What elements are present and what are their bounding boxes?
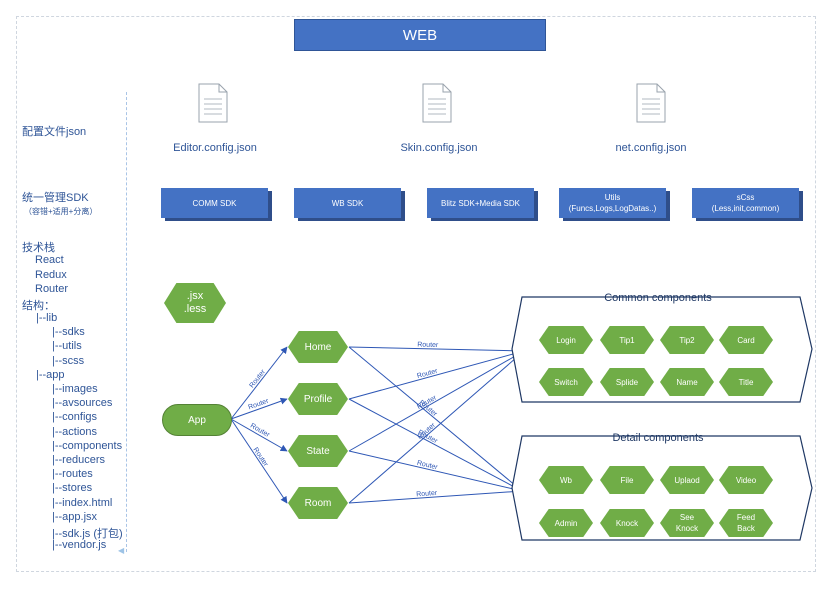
folder-tree-item: |--index.html	[52, 496, 113, 509]
sdk-section-label: 统一管理SDK	[22, 192, 89, 204]
route-node-profile: Profile	[288, 383, 348, 415]
folder-tree-item: |--vendor.js	[52, 539, 107, 552]
folder-tree-item: |--scss	[52, 354, 85, 367]
detail-component-node: Video	[719, 466, 773, 494]
common-component-node: Tip2	[660, 326, 714, 354]
folder-tree-item: |--avsources	[52, 397, 113, 410]
folder-tree-item: |--utils	[52, 340, 82, 353]
common-component-node: Title	[719, 368, 773, 396]
folder-tree-item: |--app.jsx	[52, 510, 98, 523]
route-edge-label: Router	[417, 342, 439, 349]
folder-tree-item: |--stores	[52, 482, 93, 495]
file-types-hexagon: .jsx .less	[164, 283, 226, 323]
folder-tree-item: |--sdks	[52, 326, 85, 339]
detail-component-node: Knock	[600, 509, 654, 537]
app-to-route-edge	[230, 346, 288, 420]
config-file-label: Skin.config.json	[400, 142, 478, 154]
config-file-label: net.config.json	[615, 142, 687, 154]
common-component-node: Card	[719, 326, 773, 354]
sidebar-divider	[126, 92, 127, 552]
route-to-common-edge	[348, 350, 525, 504]
sdk-box: sCss(Less,init,common)	[692, 188, 799, 218]
stack-item: Router	[35, 283, 69, 295]
app-to-route-edge	[230, 397, 288, 420]
route-to-common-edge	[348, 350, 525, 452]
folder-tree-item: |--app	[36, 368, 65, 381]
route-node-room: Room	[288, 487, 348, 519]
file-icon	[636, 83, 666, 123]
route-to-detail-edge	[348, 487, 523, 504]
common-component-node: Login	[539, 326, 593, 354]
common-component-node: Splide	[600, 368, 654, 396]
scroll-marker-icon: ◀	[118, 546, 125, 555]
folder-tree-item: |--routes	[52, 468, 93, 481]
app-to-route-edge	[230, 418, 288, 504]
route-to-detail-edge	[348, 398, 523, 492]
detail-component-node: Wb	[539, 466, 593, 494]
route-to-common-edge	[348, 346, 525, 355]
folder-tree-item: |--components	[52, 439, 123, 452]
diagram-frame	[16, 16, 816, 572]
route-edge-label: Router	[416, 460, 439, 472]
route-to-detail-edge	[348, 346, 523, 492]
app-to-route-edge	[230, 418, 288, 452]
web-title-banner: WEB	[294, 19, 546, 51]
route-edge-label: Router	[416, 490, 438, 498]
folder-tree-item: |--configs	[52, 411, 98, 424]
common-component-node: Switch	[539, 368, 593, 396]
web-title-text: WEB	[402, 26, 438, 44]
sdk-box: COMM SDK	[161, 188, 268, 218]
sdk-box: WB SDK	[294, 188, 401, 218]
detail-component-node: Uplaod	[660, 466, 714, 494]
detail-components-title: Detail components	[612, 432, 704, 444]
folder-tree-item: |--sdk.js (打包)	[52, 528, 123, 540]
folder-tree-item: |--actions	[52, 425, 98, 438]
stack-item: Redux	[35, 269, 67, 281]
common-components-title: Common components	[604, 292, 712, 304]
folder-tree-item: |--lib	[36, 312, 58, 324]
stack-section-label: 技术栈	[22, 242, 55, 254]
route-node-state: State	[288, 435, 348, 467]
structure-section-label: 结构：	[22, 300, 55, 312]
sdk-box: Blitz SDK+Media SDK	[427, 188, 534, 218]
file-type-less: .less	[183, 303, 207, 315]
route-to-common-edge	[348, 349, 525, 400]
file-icon	[198, 83, 228, 123]
route-node-home: Home	[288, 331, 348, 363]
route-to-detail-edge	[348, 450, 523, 493]
folder-tree-item: |--reducers	[52, 454, 105, 466]
sdk-section-note: （容错+适用+分离）	[24, 207, 98, 216]
app-node: App	[162, 404, 232, 436]
folder-tree-item: |--images	[52, 383, 98, 395]
detail-component-node: File	[600, 466, 654, 494]
stack-item: React	[35, 254, 64, 266]
common-component-node: Name	[660, 368, 714, 396]
common-component-node: Tip1	[600, 326, 654, 354]
file-icon	[422, 83, 452, 123]
detail-component-node: Admin	[539, 509, 593, 537]
app-node-label: App	[188, 414, 206, 426]
config-section-label: 配置文件json	[22, 126, 87, 138]
config-file-label: Editor.config.json	[173, 142, 257, 154]
sdk-box: Utils(Funcs,Logs,LogDatas..)	[559, 188, 666, 218]
file-type-jsx: .jsx	[186, 290, 204, 302]
